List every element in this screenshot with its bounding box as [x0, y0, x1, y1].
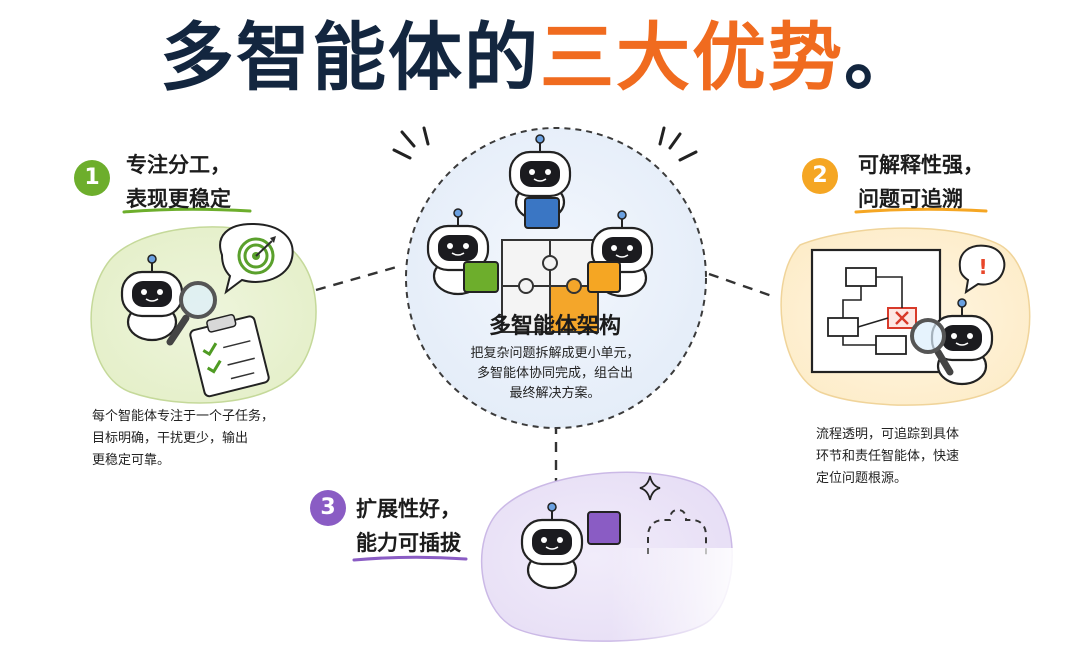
orange-puzzle-piece: [587, 261, 621, 293]
empty-slot-outline: [647, 508, 707, 556]
advantage-1-description: 每个智能体专注于一个子任务， 目标明确，干扰更少，输出 更稳定可靠。: [92, 409, 275, 468]
badge-3-bg: [310, 490, 346, 526]
flowchart-icon: [810, 248, 942, 374]
svg-text:!: !: [978, 255, 987, 279]
advantage-2-description: 流程透明，可追踪到具体 环节和责任智能体，快速 定位问题根源。: [816, 427, 960, 486]
advantage-3-illustration: [480, 471, 750, 648]
badge-2-bg: [802, 158, 838, 194]
page-title: 多智能体的三大优势。: [160, 15, 920, 101]
clipboard-icon: [189, 313, 270, 398]
advantage-3-heading: 扩展性好， 能力可插拔: [356, 497, 461, 555]
target-icon: [219, 222, 294, 295]
badge-3-number: 3: [320, 495, 336, 520]
center-architecture-illustration: [392, 126, 707, 429]
advantage-1-illustration: [90, 222, 317, 404]
blue-puzzle-piece: [524, 197, 560, 229]
underline-1: [122, 207, 252, 214]
sparkle-icon: [639, 475, 661, 501]
center-description: 把复杂问题拆解成更小单元， 多智能体协同完成，组合出 最终解决方案。: [470, 346, 640, 401]
advantage-2-heading: 可解释性强， 问题可追溯: [858, 153, 984, 211]
badge-1-number: 1: [84, 165, 100, 190]
magnifier-icon: [166, 281, 217, 346]
connector-lines: [315, 264, 773, 490]
badge-2-number: 2: [812, 163, 828, 188]
green-puzzle-piece: [463, 261, 499, 293]
connector-left: [315, 264, 401, 292]
purple-puzzle-piece: [587, 511, 621, 545]
advantage-2-illustration: !: [780, 227, 1031, 406]
magnifier-right-icon: [910, 318, 954, 376]
underline-3: [352, 555, 468, 562]
center-title: 多智能体架构: [488, 314, 621, 339]
badge-1-bg: [74, 160, 110, 196]
exclamation-bubble-icon: !: [958, 244, 1006, 295]
underline-2: [854, 207, 988, 214]
connector-right: [691, 266, 773, 298]
advantage-1-heading: 专注分工， 表现更稳定: [126, 153, 231, 211]
